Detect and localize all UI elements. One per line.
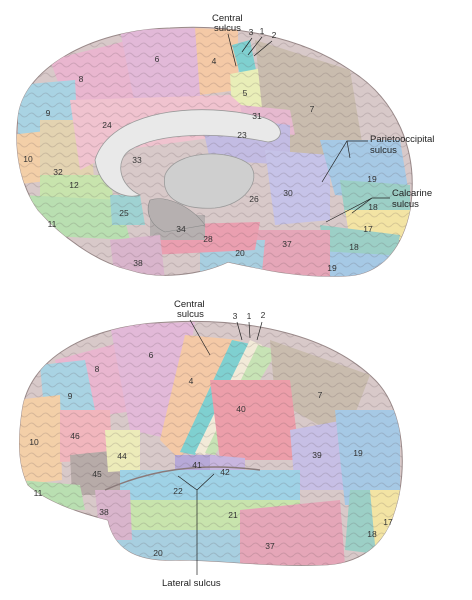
lateral-area-40: 40 [236, 404, 246, 414]
lateral-area-45: 45 [92, 469, 102, 479]
parietooccipital-sulcus-label: Parietooccipital [370, 134, 434, 145]
medial-area-6: 6 [155, 54, 160, 64]
medial-area-34: 34 [176, 224, 186, 234]
medial-area-18b: 18 [349, 242, 359, 252]
lateral-central-sulcus-label-line2: sulcus [177, 309, 204, 320]
medial-area-3-leader [241, 37, 253, 53]
medial-area-18a: 18 [368, 202, 378, 212]
medial-area-32: 32 [53, 167, 63, 177]
medial-area-17: 17 [363, 224, 373, 234]
lateral-area-20: 20 [153, 548, 163, 558]
medial-area-30: 30 [283, 188, 293, 198]
calcarine-sulcus-label-line2: sulcus [392, 199, 419, 210]
thalamus [163, 153, 255, 209]
calcarine-sulcus-leader [325, 197, 390, 223]
lateral-sulcus-label: Lateral sulcus [162, 578, 221, 589]
medial-area-7: 7 [310, 104, 315, 114]
lateral-sulcus-line [104, 466, 261, 491]
parietooccipital-sulcus-leader [321, 140, 368, 183]
medial-area-25: 25 [119, 208, 129, 218]
medial-area-24: 24 [102, 120, 112, 130]
medial-area-12: 12 [69, 180, 79, 190]
medial-central-sulcus-label-line2: sulcus [214, 23, 241, 34]
medial-central-sulcus-label: Central [212, 13, 243, 24]
medial-area-23: 23 [237, 130, 247, 140]
medial-area-9: 9 [46, 108, 51, 118]
lateral-area-22: 22 [173, 486, 183, 496]
medial-area-11: 11 [48, 219, 57, 229]
lateral-area-21: 21 [228, 510, 238, 520]
medial-area-1: 1 [260, 26, 265, 36]
lateral-area-7: 7 [318, 390, 323, 400]
lateral-area-39: 39 [312, 450, 322, 460]
lateral-area-17: 17 [383, 517, 393, 527]
lateral-area-46: 46 [70, 431, 80, 441]
medial-area-19a: 19 [367, 174, 377, 184]
medial-area-26: 26 [249, 194, 259, 204]
lateral-area-4: 4 [189, 376, 194, 386]
lateral-area-11: 11 [34, 488, 43, 498]
medial-area-37: 37 [282, 239, 292, 249]
lateral-area-18: 18 [367, 529, 377, 539]
lateral-area-19: 19 [353, 448, 363, 458]
lateral-area-10: 10 [29, 437, 39, 447]
lateral-area-2-leader [256, 321, 263, 341]
lateral-area-9: 9 [68, 391, 73, 401]
medial-area-1-leader [247, 36, 263, 56]
medial-area-2-leader [253, 40, 273, 57]
brainstem-cut [147, 198, 206, 233]
calcarine-sulcus-label: Calcarine [392, 188, 432, 199]
lateral-area-8: 8 [95, 364, 100, 374]
lateral-area-3-leader [236, 321, 243, 341]
medial-area-5: 5 [243, 88, 248, 98]
lateral-area-1-leader [248, 321, 251, 339]
medial-area-19b: 19 [327, 263, 337, 273]
medial-area-20: 20 [235, 248, 245, 258]
lateral-area-2: 2 [261, 310, 266, 320]
lateral-area-3: 3 [233, 311, 238, 321]
medial-area-2: 2 [272, 30, 277, 40]
lateral-area-42: 42 [220, 467, 230, 477]
lateral-area-1: 1 [247, 311, 252, 321]
lateral-sulcus-leader [177, 473, 215, 575]
lateral-brain-view: 3 1 2 4 6 7 8 9 10 11 17 18 19 20 21 22 … [19, 299, 403, 589]
lateral-area-44: 44 [117, 451, 127, 461]
parietooccipital-sulcus-label-line2: sulcus [370, 145, 397, 156]
lateral-area-6: 6 [149, 350, 154, 360]
medial-central-sulcus-leader [227, 33, 237, 67]
medial-area-38: 38 [133, 258, 143, 268]
medial-area-3: 3 [249, 27, 254, 37]
medial-area-10: 10 [23, 154, 33, 164]
lateral-central-sulcus-leader [189, 319, 211, 356]
lateral-area-37: 37 [265, 541, 275, 551]
medial-area-31: 31 [252, 111, 262, 121]
medial-brain-view: 3 1 2 4 5 6 7 8 9 10 11 12 17 18 18 19 1… [16, 13, 434, 277]
lateral-area-38: 38 [99, 507, 109, 517]
corpus-callosum [94, 109, 281, 197]
medial-area-28: 28 [203, 234, 213, 244]
lateral-central-sulcus-label: Central [174, 299, 205, 310]
lateral-area-41: 41 [192, 460, 202, 470]
medial-area-8: 8 [79, 74, 84, 84]
medial-area-4: 4 [212, 56, 217, 66]
medial-area-33: 33 [132, 155, 142, 165]
